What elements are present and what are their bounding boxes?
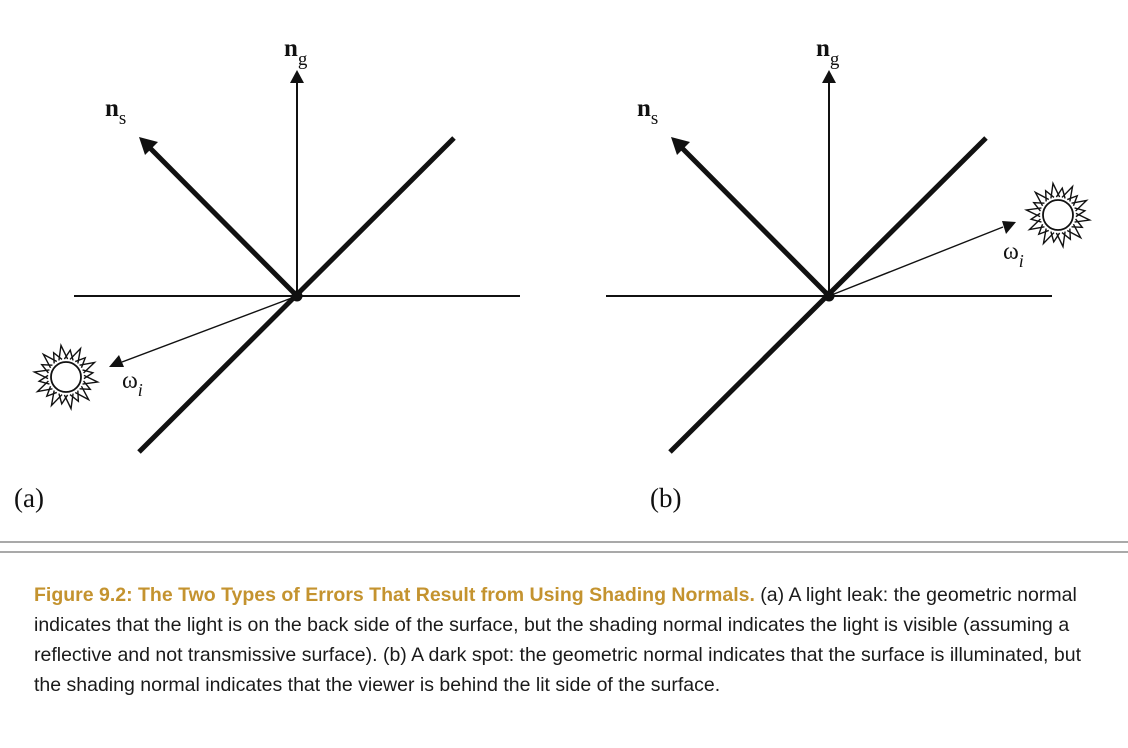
- label-ng: ng: [816, 35, 840, 70]
- shading-normal-arrow: [680, 146, 831, 298]
- label-wi: ωi: [1003, 239, 1024, 271]
- label-ns: ns: [105, 95, 126, 129]
- intersection-point: [823, 290, 835, 302]
- shading-normal-figure: ng ns ωi (a) ng ns ωi (b): [14, 35, 1091, 513]
- figure-caption: Figure 9.2: The Two Types of Errors That…: [34, 580, 1096, 700]
- geometric-normal-arrowhead: [822, 70, 836, 83]
- intersection-point: [291, 290, 303, 302]
- label-ng: ng: [284, 35, 308, 70]
- shading-normal-arrowhead: [139, 137, 158, 155]
- panel-b: ng ns ωi (b): [606, 35, 1091, 513]
- shading-normal-arrow: [148, 146, 299, 298]
- label-wi: ωi: [122, 368, 143, 400]
- sun-icon: [1025, 182, 1091, 248]
- caption-rule-bottom: [0, 551, 1128, 553]
- caption-title: Figure 9.2: The Two Types of Errors That…: [34, 584, 755, 606]
- label-ns: ns: [637, 95, 658, 129]
- incident-direction-arrowhead: [109, 355, 124, 367]
- incident-direction-arrow: [828, 226, 1004, 297]
- panel-label-b: (b): [650, 483, 681, 513]
- sun-icon: [33, 344, 99, 410]
- shading-normal-arrowhead: [671, 137, 690, 155]
- panel-a: ng ns ωi (a): [14, 35, 520, 513]
- incident-direction-arrowhead: [1002, 221, 1016, 234]
- geometric-normal-arrowhead: [290, 70, 304, 83]
- caption-rule-top: [0, 541, 1128, 543]
- caption-body: (a) A light leak: the geometric normal i…: [34, 584, 1081, 696]
- panel-label-a: (a): [14, 483, 44, 513]
- incident-direction-arrow: [121, 295, 298, 363]
